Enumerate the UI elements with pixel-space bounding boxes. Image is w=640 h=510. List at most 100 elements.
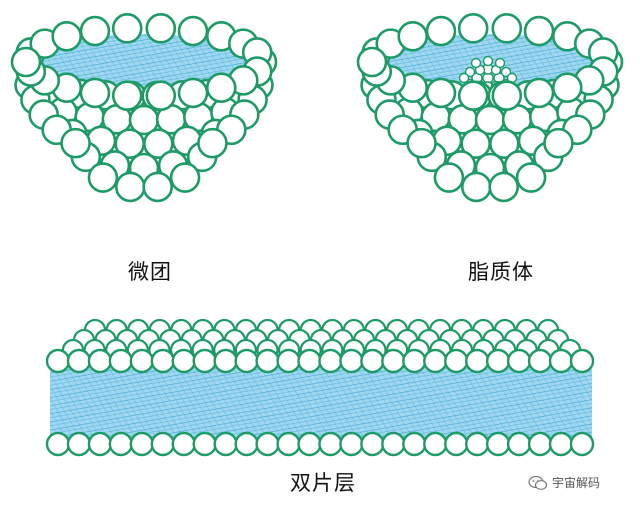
lipid-head [45,431,71,457]
lipid-head [548,431,574,457]
lipid-head [79,15,111,47]
lipid-head [177,77,209,109]
lipid-head [339,431,364,457]
lipid-head [66,431,92,457]
lipid-head [356,46,388,78]
lipid-head [255,348,280,374]
lipid-head [192,348,217,374]
lipid-head [318,431,343,457]
lipid-head [527,348,553,374]
lipid-head [506,348,532,374]
lipid-head [464,66,476,78]
lipid-head [402,431,427,457]
lipid-head [457,80,489,111]
lipid-head [470,57,482,69]
lipid-head [255,431,280,457]
lipid-head [523,15,555,47]
lipid-tails [50,358,592,442]
lipid-head [79,77,111,109]
lipid-head [551,72,583,103]
lipid-head [276,431,301,457]
lipid-head [111,80,143,111]
lipid-head [491,13,523,44]
lipid-head [569,431,595,457]
lipid-head [276,348,301,374]
lipid-head [150,348,176,374]
lipid-head [87,431,113,457]
lipid-head [171,431,196,457]
lipid-head [51,21,83,52]
lipid-tails [32,34,256,90]
lipid-head [543,127,574,159]
lipid-head [515,162,547,193]
lipid-head [458,72,470,84]
micelle-label: 微团 [128,260,172,284]
lipid-head [129,431,155,457]
watermark: 宇宙解码 [528,474,600,491]
liposome-diagram [356,13,624,203]
lipid-head [66,348,92,374]
lipid-head [177,15,209,47]
lipid-head [60,127,91,159]
lipid-head [213,431,238,457]
wechat-icon [528,475,548,490]
lipid-head [129,348,155,374]
lipid-head [423,348,448,374]
liposome-head-groups [356,13,624,203]
lipid-head [10,46,42,78]
lipid-head [444,431,469,457]
lipid-head [115,171,146,203]
lipid-head [360,348,385,374]
lipid-head [381,431,406,457]
lipid-head [234,431,259,457]
lipid-head [397,21,429,52]
lipid-head [205,72,237,103]
lipid-head [523,77,555,109]
lipid-head [465,348,490,374]
lipid-head [339,348,364,374]
lipid-head [485,348,511,374]
lipid-head [506,431,532,457]
bilayer-label: 双片层 [290,471,356,495]
bilayer-bottom-heads [45,431,595,457]
lipid-head [171,348,196,374]
lipid-head [87,162,119,193]
lipid-head [111,13,143,44]
lipid-head [500,66,512,78]
lipid-head [145,13,177,44]
lipid-head [465,431,490,457]
lipid-head [197,127,228,159]
lipid-head [406,127,437,159]
lipid-head [444,348,469,374]
micelle-tail-core [32,34,256,90]
lipid-head [488,171,519,203]
micelle-head-groups [10,13,278,203]
lipid-head [425,77,457,109]
liposome-label: 脂质体 [468,260,534,284]
bilayer-diagram [45,318,595,457]
bilayer-top-heads-front [45,348,595,374]
lipid-head [548,348,574,374]
lipid-head [457,13,489,44]
lipid-head [192,431,217,457]
lipid-head [108,431,134,457]
lipid-head [527,431,553,457]
lipid-head [297,348,322,374]
lipid-head [142,171,173,203]
lipid-head [87,348,113,374]
micelle-diagram [10,13,278,203]
lipid-head [213,348,238,374]
lipid-head [234,348,259,374]
lipid-head [461,171,492,203]
lipid-head [169,162,201,193]
lipid-head [569,348,595,374]
bilayer-tail-region [50,358,592,442]
lipid-head [150,431,176,457]
lipid-head [423,431,448,457]
lipid-head [425,15,457,47]
lipid-head [297,431,322,457]
lipid-head [381,348,406,374]
lipid-head [494,57,506,69]
lipid-head [318,348,343,374]
